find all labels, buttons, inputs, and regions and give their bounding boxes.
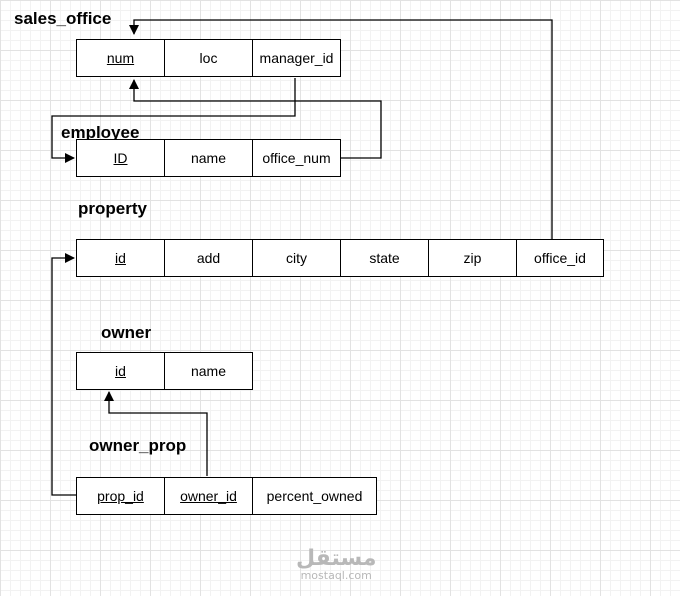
owner-prop-percent-owned-cell[interactable]: percent_owned [252,478,376,514]
fk-prop-id-line [51,253,76,496]
watermark-text: mostaql.com [300,569,372,582]
sales-office-manager-id-cell[interactable]: manager_id [252,40,340,76]
property-city-cell[interactable]: city [252,240,340,276]
employee-id-cell[interactable]: ID [113,150,128,166]
owner-id-cell[interactable]: id [115,363,126,379]
sales-office-num-cell[interactable]: num [106,50,135,66]
sales-office-title: sales_office [14,9,112,28]
owner-table[interactable]: id name [76,352,253,390]
watermark-logo: مستقل [296,546,377,571]
fk-owner-id-line [104,391,208,476]
sales-office-loc-cell[interactable]: loc [164,40,252,76]
owner-prop-prop-id-cell[interactable]: prop_id [97,488,144,504]
employee-name-cell[interactable]: name [164,140,252,176]
owner-prop-title: owner_prop [89,436,187,455]
owner-prop-table[interactable]: prop_id owner_id percent_owned [76,477,377,515]
employee-table[interactable]: ID name office_num [76,139,341,177]
property-table[interactable]: id add city state zip office_id [76,239,604,277]
property-add-cell[interactable]: add [164,240,252,276]
property-office-id-cell[interactable]: office_id [516,240,603,276]
owner-prop-owner-id-cell[interactable]: owner_id [164,478,252,514]
property-state-cell[interactable]: state [340,240,428,276]
employee-office-num-cell[interactable]: office_num [252,140,340,176]
property-zip-cell[interactable]: zip [428,240,516,276]
owner-title: owner [101,323,152,342]
sales-office-table[interactable]: num loc manager_id [76,39,341,77]
owner-name-cell[interactable]: name [164,353,252,389]
property-title: property [78,199,147,218]
property-id-cell[interactable]: id [115,250,126,266]
mostaql-watermark: مستقل mostaql.com [296,548,376,582]
employee-title: employee [61,123,140,142]
